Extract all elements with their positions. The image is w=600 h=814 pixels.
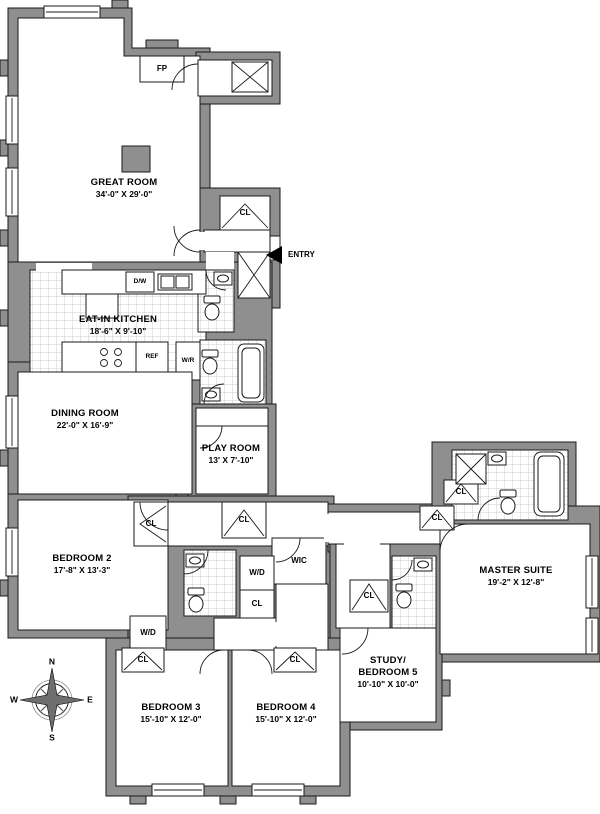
dishwasher-label: D/W [133,277,147,285]
bedroom-3-label: BEDROOM 3 15'-10" X 12'-0" [140,701,202,724]
washer-dryer-1-floor [239,555,275,591]
compass-east-label: E [87,694,93,705]
master-suite-label: MASTER SUITE 19'-2" X 12'-8" [479,564,553,587]
closet-doors [123,203,477,671]
washer-dryer-2-label: W/D [140,628,156,637]
rear-hall-floor [275,583,329,651]
master-suite-floor [439,523,591,655]
room-floors [17,17,591,787]
play-room-floor [195,425,269,495]
entry-vestibule-floor [203,229,271,253]
master-closet-2-label: CL [431,513,443,522]
kitchen-island [85,293,119,319]
entry-closet-floor [219,195,271,231]
bedroom-2-closet-label: CL [145,519,157,528]
bedroom-hall-floor [213,617,277,651]
hall-closet-floor [221,501,267,539]
toilet-fixture [395,583,413,609]
structural-column [121,145,151,173]
fireplace-label: FP [156,64,168,73]
mid-hall-floor [195,407,269,427]
study-bedroom-5-label: STUDY/ BEDROOM 5 10'-10" X 10'-0" [357,654,419,689]
refrigerator-label: REF [145,352,159,360]
bedroom-3-floor [115,649,229,787]
stove-burner [114,359,122,367]
study-closet-label: CL [363,591,375,600]
eat-in-kitchen-label: EAT-IN KITCHEN 18'-6" X 9'-10" [78,313,158,336]
wr-label: W/R [181,356,195,364]
master-closet-1-label: CL [455,487,467,496]
shaft-x-marks [231,61,271,299]
stove-burner [100,359,108,367]
sink-fixture [413,557,433,572]
dining-room-label: DINING ROOM 22'-0" X 16'-9" [51,407,119,430]
hall-closet-2-label: CL [251,599,263,608]
bedroom-3-closet-label: CL [137,655,149,664]
hall-closet-label: CL [238,515,250,524]
sink-fixture [213,271,233,286]
entry-closet-label: CL [239,208,251,217]
sink-fixture [487,451,507,466]
play-room-label: PLAY ROOM 13' X 7'-10" [201,442,261,465]
entry-arrow-icon [266,246,282,264]
great-room-label: GREAT ROOM 34'-0" X 29'-0" [90,176,158,199]
compass-south-label: S [49,732,55,743]
dining-room-floor [17,371,193,495]
bedroom-4-label: BEDROOM 4 15'-10" X 12'-0" [255,701,317,724]
bedroom-4-closet-label: CL [289,655,301,664]
study-floor [339,627,437,723]
toilet-fixture [203,295,221,321]
toilet-fixture [499,489,517,515]
compass-rose-icon [19,667,85,733]
stove-burner [114,348,122,356]
compass-west-label: W [9,694,19,705]
compass-north-label: N [48,656,56,667]
bedroom-2-label: BEDROOM 2 17'-8" X 13'-3" [52,552,112,575]
washer-dryer-1-label: W/D [249,568,265,577]
windows [5,5,599,797]
refrigerator-fixture [135,341,169,373]
fireplace-box [139,55,185,83]
dishwasher-fixture [125,271,155,293]
wic-label: WIC [291,556,307,565]
study-closet-floor [349,579,389,613]
toilet-fixture [201,349,219,375]
kitchen-fixtures [61,269,207,373]
washer-dryer-2-floor [129,615,167,651]
toilet-fixture [187,587,205,613]
stove-burner [100,348,108,356]
door-swings [139,63,501,675]
hall-closet-2-floor [239,589,275,619]
bath-fixtures [185,271,565,613]
sink-fixture [185,553,205,568]
kitchen-counter-bottom [61,341,137,373]
entry-label: ENTRY [288,250,315,259]
